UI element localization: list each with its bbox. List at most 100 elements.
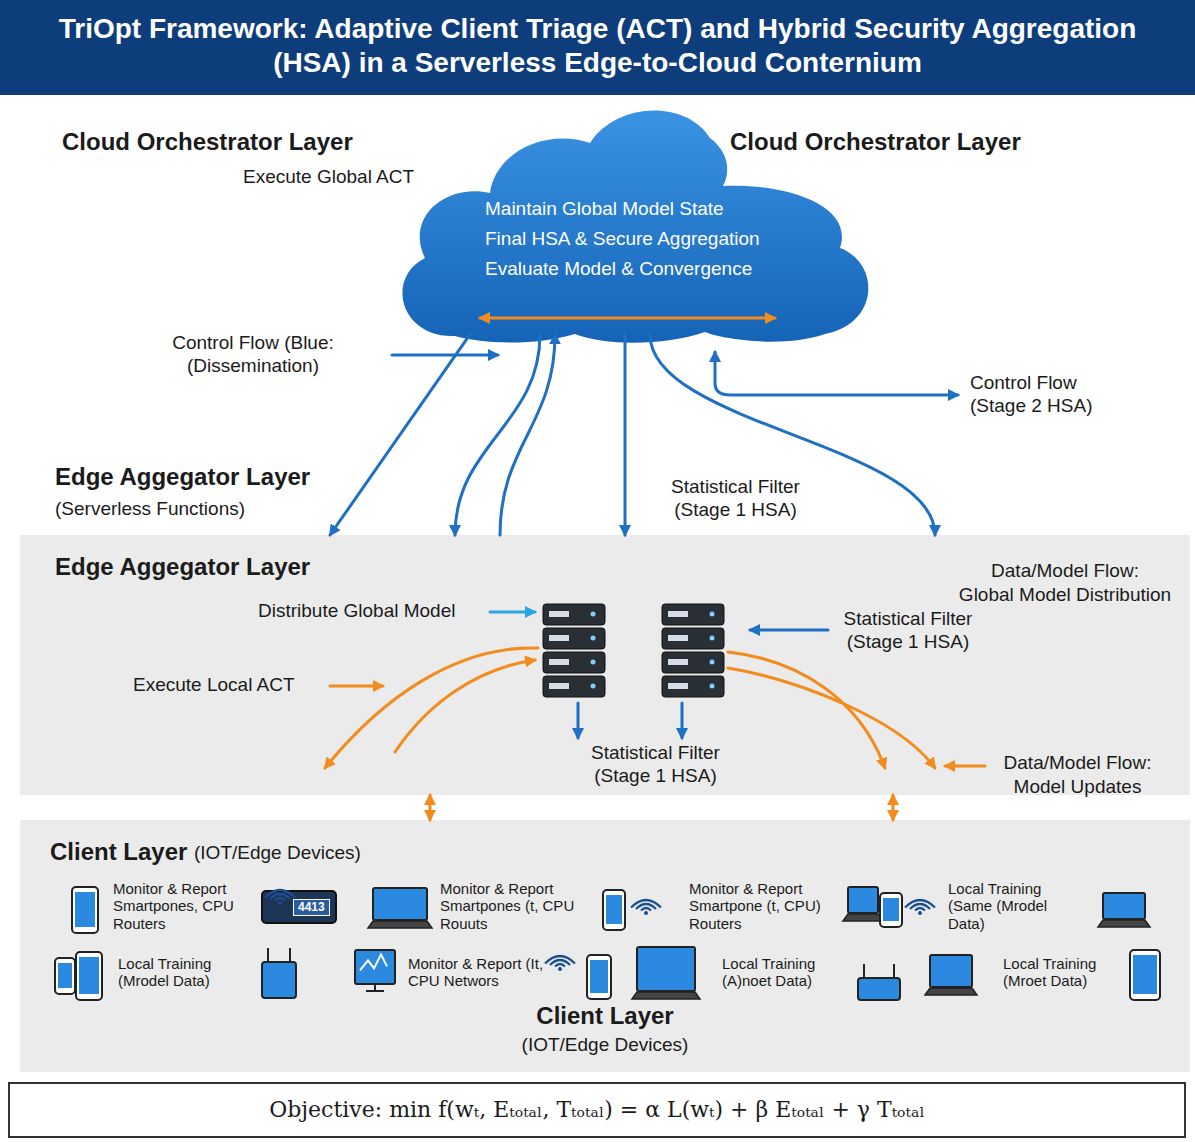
- phone-icon: [587, 955, 611, 999]
- wifi-icon: [545, 956, 575, 964]
- annotation-label: (Serverless Functions): [55, 498, 245, 521]
- icon-part: [710, 612, 715, 617]
- update-arrow: [330, 685, 383, 688]
- icon-part: [883, 898, 899, 921]
- icon-part: [590, 960, 608, 993]
- layer-band: Client Layer (IOT/Edge Devices) Client Lay…: [20, 820, 1190, 1072]
- icon-part: [644, 911, 648, 915]
- icon-part: [368, 921, 432, 928]
- flow-connector: [624, 334, 627, 535]
- icon-part: [710, 660, 715, 665]
- laptop-icon: [848, 887, 878, 913]
- server-unit: [543, 604, 605, 625]
- node-text: (IOT/Edge Devices): [522, 1034, 689, 1057]
- title-bar: TriOpt Framework: Adaptive Client Triage…: [0, 0, 1195, 95]
- wifi-icon: [555, 964, 565, 967]
- annotation-label: Execute Local ACT: [133, 674, 295, 697]
- annotation-label: Monitor & Report Smartpone (t, CPU) Rout…: [689, 880, 831, 932]
- wifi-icon: [631, 900, 661, 908]
- router-icon: [262, 962, 296, 998]
- router-icon: [858, 978, 900, 1000]
- flow-connector: [500, 334, 555, 535]
- wifi-icon: [641, 908, 651, 911]
- server-unit: [543, 652, 605, 673]
- annotation-label: Execute Global ACT: [243, 166, 414, 189]
- annotation-label: Control Flow (Blue: (Dissemination): [158, 332, 348, 378]
- server-unit: [662, 628, 724, 649]
- wifi-icon: [550, 960, 570, 965]
- annotation-label: Local Training (A)noet Data): [722, 955, 837, 990]
- node-text: Client Layer: [536, 1002, 673, 1031]
- flow-connector: [330, 334, 470, 535]
- icon-part: [606, 895, 622, 924]
- icon-part: [710, 636, 715, 641]
- annotation-label: Model Updates: [990, 776, 1165, 799]
- icon-part: [1098, 920, 1150, 927]
- laptop-icon: [637, 947, 695, 991]
- server-unit: [662, 604, 724, 625]
- flow-arrow: [681, 703, 684, 738]
- update-arrow: [325, 648, 538, 768]
- annotation-label: Statistical Filter (Stage 1 HSA): [648, 476, 823, 522]
- server-unit: [662, 652, 724, 673]
- icon-part: [558, 967, 562, 971]
- server-icons: [543, 604, 724, 697]
- icon-part: [668, 683, 688, 689]
- monitor-icon: [355, 950, 395, 984]
- icon-part: [925, 988, 977, 995]
- node-text: Evaluate Model & Convergence: [485, 258, 752, 281]
- wifi-icon: [636, 904, 656, 909]
- icon-part: [591, 636, 596, 641]
- icon-part: [1133, 955, 1157, 994]
- phone-icon: [76, 952, 102, 1000]
- icon-part: [549, 611, 569, 617]
- phone-icon: [262, 891, 336, 923]
- annotation-label: Global Model Distribution: [945, 584, 1185, 607]
- flow-arrow: [750, 629, 828, 632]
- annotation-label: Statistical Filter (Stage 1 HSA): [833, 608, 983, 654]
- wifi-icon: [915, 908, 925, 911]
- node-text: Objective: min f(wₜ, Eₜₒₜₐₗ, Tₜₒₜₐₗ) = α…: [269, 1097, 925, 1123]
- wifi-icon: [910, 904, 930, 909]
- laptop-icon: [373, 888, 427, 920]
- annotation-label: Cloud Orchestrator Layer: [730, 128, 1021, 157]
- icon-part: [278, 901, 282, 905]
- annotation-label: Local Training (Same (Mrodel Data): [948, 880, 1058, 932]
- flow-connector: [650, 334, 935, 535]
- icon-part: [864, 964, 894, 978]
- server-unit: [662, 676, 724, 697]
- wifi-icon: [275, 898, 285, 901]
- annotation-label: Monitor & Report Smartpones (t, CPU Rouu…: [440, 880, 582, 932]
- diagram-title: TriOpt Framework: Adaptive Client Triage…: [0, 0, 1195, 79]
- device-icons: [55, 887, 1160, 1000]
- flow-connector: [429, 795, 432, 820]
- annotation-label: Local Training (Mrodel Data): [118, 955, 233, 990]
- phone-icon: [1130, 950, 1160, 1000]
- objective-box: Objective: min f(wₜ, Eₜₒₜₐₗ, Tₜₒₜₐₗ) = α…: [8, 1082, 1186, 1138]
- icon-part: [591, 612, 596, 617]
- phone-icon: [880, 893, 902, 927]
- annotation-label: Distribute Global Model: [258, 600, 455, 623]
- node-text: (IOT/Edge Devices): [194, 842, 361, 865]
- laptop-icon: [930, 955, 972, 987]
- icon-part: [79, 957, 99, 994]
- update-arrow: [728, 668, 935, 768]
- icon-part: [268, 948, 290, 962]
- icon-part: [668, 611, 688, 617]
- wifi-icon: [905, 900, 935, 908]
- flow-arrow: [715, 352, 958, 395]
- node-text: Maintain Global Model State: [485, 198, 724, 221]
- phone-icon: [603, 890, 625, 930]
- icon-part: [75, 892, 95, 927]
- phone-icon: [55, 958, 75, 994]
- icon-part: [549, 635, 569, 641]
- icon-part: [632, 992, 700, 999]
- flow-arrow: [577, 703, 580, 738]
- node-text: Client Layer: [50, 838, 187, 867]
- phone-icon: [72, 887, 98, 933]
- icon-part: [918, 911, 922, 915]
- flow-arrow: [490, 611, 535, 614]
- icon-part: [710, 684, 715, 689]
- annotation-label: Monitor & Report Smartpones, CPU Routers: [113, 880, 241, 932]
- annotation-label: Statistical Filter (Stage 1 HSA): [568, 742, 743, 788]
